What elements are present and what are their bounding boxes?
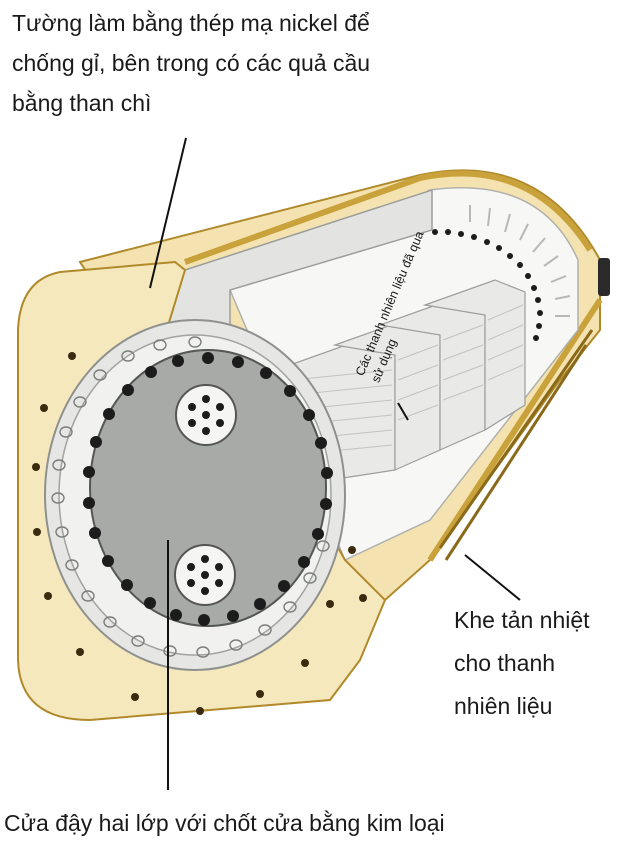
inner-door-bolt-ring (83, 352, 333, 626)
label-heat-slot-line: cho thanh (454, 650, 556, 676)
upper-port-holes (188, 395, 224, 435)
lower-port-holes (187, 555, 223, 595)
label-wall-line: bằng than chì (12, 90, 152, 116)
back-end-graphite-ring (432, 229, 543, 341)
label-heat-slot: Khe tản nhiệt cho thanh nhiên liệu (454, 605, 590, 734)
label-wall: Tường làm bằng thép mạ nickel để chống g… (12, 8, 370, 128)
heat-slot-1 (438, 329, 594, 549)
door-ring-cells (51, 336, 330, 658)
front-plate-bolts (32, 352, 367, 715)
leader-wall (149, 137, 187, 289)
label-heat-slot-line: nhiên liệu (454, 693, 553, 719)
heat-slot-2 (444, 344, 588, 561)
label-wall-line: Tường làm bằng thép mạ nickel để (12, 10, 370, 36)
leader-heat-slot (464, 554, 521, 601)
rear-connector (598, 258, 610, 296)
label-door: Cửa đậy hai lớp với chốt cửa bằng kim lo… (4, 810, 445, 836)
cask-top-edge (183, 170, 593, 265)
leader-rods (397, 402, 409, 421)
inner-door-disk (89, 349, 327, 627)
label-heat-slot-line: Khe tản nhiệt (454, 607, 590, 633)
fuel-rod-block (422, 279, 526, 432)
cask-right-edge (427, 298, 603, 562)
label-wall-line: chống gỉ, bên trong có các quả cầu (12, 50, 371, 76)
rear-fins (469, 205, 571, 317)
